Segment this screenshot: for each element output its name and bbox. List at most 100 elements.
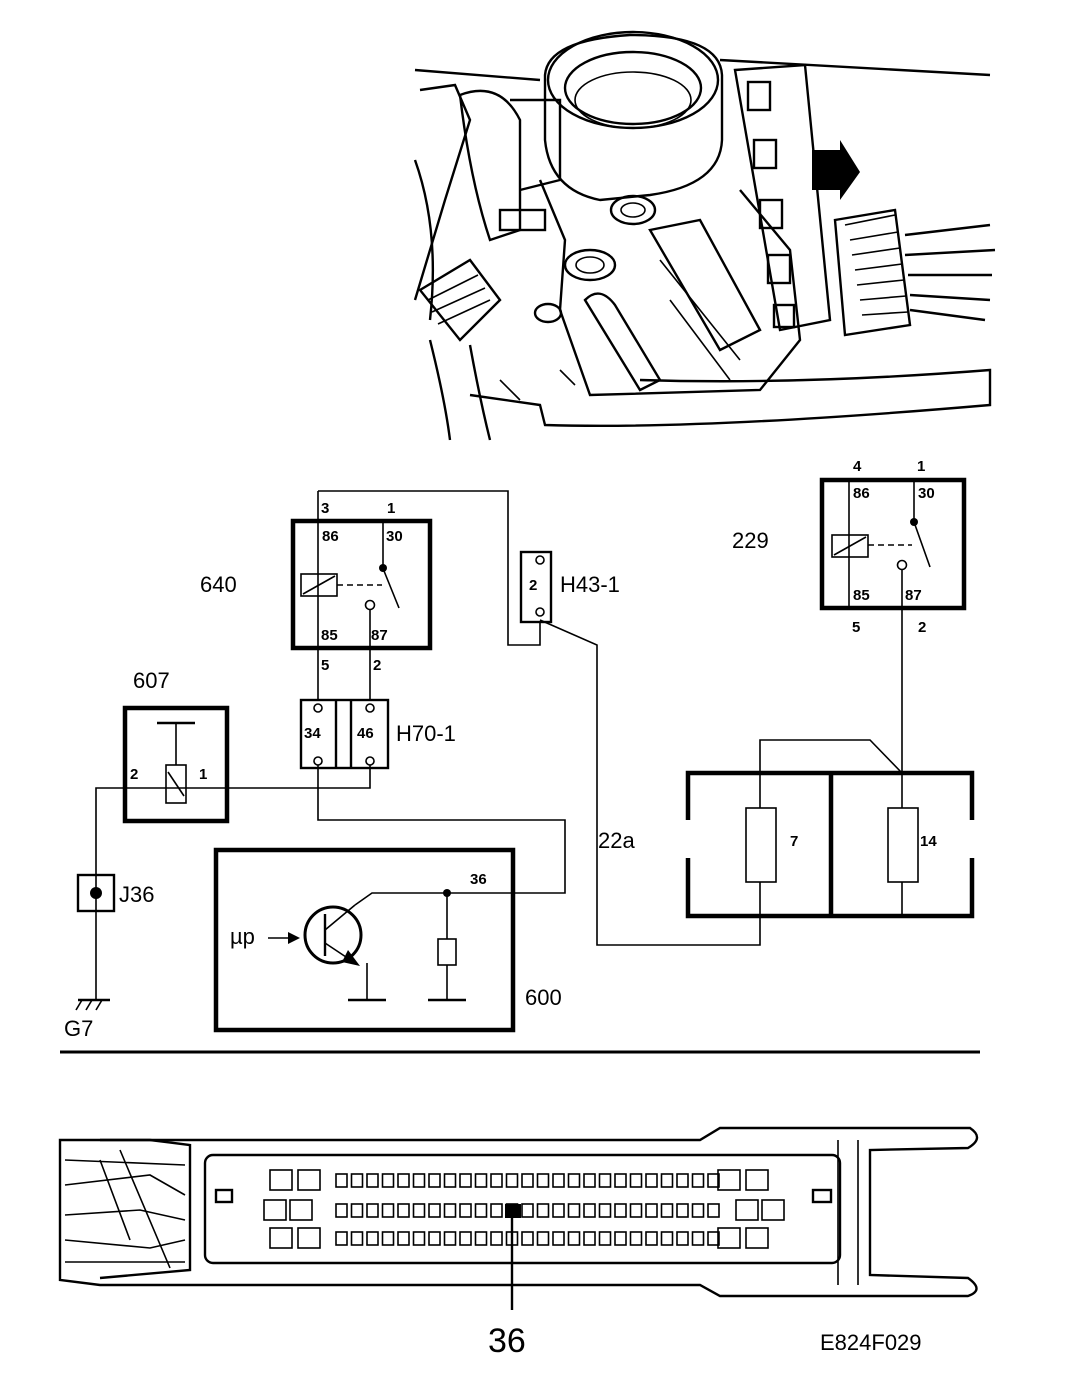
figure-code: E824F029: [820, 1330, 922, 1355]
connector-cavity: [350, 1203, 364, 1218]
connector-cavity: [397, 1231, 410, 1246]
fuse-14-label: 14: [920, 833, 937, 850]
connector-cavity: [717, 1227, 741, 1249]
connector-cavity: [707, 1231, 720, 1246]
connector-cavity: [412, 1231, 426, 1246]
connector-pin-callout: 36: [488, 1322, 526, 1360]
connector-cavity: [691, 1203, 705, 1218]
connector-cavity: [366, 1173, 379, 1188]
h70-pin-right: 46: [357, 725, 374, 742]
connector-cavity: [505, 1173, 519, 1188]
connector-cavity: [761, 1199, 785, 1221]
ground-g7: G7: [64, 998, 110, 1041]
connector-cavity: [366, 1231, 379, 1246]
connector-h43-1: 2 H43-1: [519, 550, 620, 624]
connector-cavity: [676, 1231, 689, 1246]
connector-cavity: [397, 1203, 410, 1218]
607-label: 607: [133, 668, 170, 693]
connector-cavity: [735, 1199, 759, 1221]
connector-cavity: [297, 1227, 321, 1249]
junction-j36: J36: [76, 873, 154, 913]
connector-cavity: [536, 1231, 550, 1246]
relay-640-terminal-top-left: 3: [321, 500, 329, 517]
connector-cavity: [717, 1169, 741, 1191]
h70-label: H70-1: [396, 721, 456, 746]
connector-cavity: [474, 1231, 488, 1246]
connector-cavity: [707, 1173, 720, 1188]
wire-640-to-h43: [318, 490, 541, 646]
relay-229-pin-86: 86: [853, 485, 870, 502]
connector-cavity: [366, 1203, 379, 1218]
connector-cavity: [397, 1173, 410, 1188]
connector-cavity: [269, 1169, 293, 1191]
connector-cavity: [660, 1173, 674, 1188]
relay-640-terminal-top-right: 1: [387, 500, 395, 517]
connector-cavity: [552, 1173, 565, 1188]
connector-cavity: [474, 1203, 488, 1218]
connector-cavity: [459, 1231, 472, 1246]
connector-cavity: [598, 1173, 612, 1188]
connector-cavity: [443, 1231, 457, 1246]
connector-cavity: [521, 1173, 534, 1188]
relay-640-label: 640: [200, 572, 237, 597]
connector-cavity: [289, 1199, 313, 1221]
fusebox: 7 14: [685, 739, 975, 919]
j36-label: J36: [119, 882, 154, 907]
relay-229: 4 1 86 30 85 87 5 2 229: [732, 458, 967, 772]
connector-cavity: [490, 1203, 503, 1218]
connector-cavity: [443, 1203, 457, 1218]
relay-640-pin-86: 86: [322, 528, 339, 545]
ecu-connector-illustration: 36: [58, 1126, 979, 1360]
wire-h70-34-to-ecu: [317, 765, 566, 894]
component-607: 2 1 607: [122, 668, 230, 824]
connector-cavity: [490, 1231, 503, 1246]
connector-cavity: [629, 1203, 643, 1218]
connector-cavity: [676, 1173, 689, 1188]
throttle-body-illustration: [413, 30, 996, 441]
relay-229-pin-85: 85: [853, 587, 870, 604]
relay-640-pin-85: 85: [321, 627, 338, 644]
h43-pin: 2: [529, 577, 537, 594]
relay-640-terminal-bottom-left: 5: [321, 657, 329, 674]
relay-229-terminal-top-left: 4: [853, 458, 862, 475]
connector-cavity: [745, 1169, 769, 1191]
connector-cavity: [459, 1203, 472, 1218]
relay-640-terminal-bottom-right: 2: [373, 657, 381, 674]
connector-cavity: [350, 1173, 364, 1188]
connector-cavity: [660, 1203, 674, 1218]
connector-cavity: [381, 1203, 395, 1218]
connector-cavity: [691, 1173, 705, 1188]
connector-cavity: [567, 1203, 581, 1218]
relay-640-pin-30: 30: [386, 528, 403, 545]
ecu-pin-36: 36: [470, 871, 487, 888]
connector-cavity: [629, 1173, 643, 1188]
connector-cavity: [536, 1203, 550, 1218]
connector-cavity: [412, 1203, 426, 1218]
connector-cavity: [629, 1231, 643, 1246]
wire-22a: [539, 619, 761, 946]
connector-cavity: [552, 1203, 565, 1218]
relay-640-pin-87: 87: [371, 627, 388, 644]
connector-cavity: [428, 1231, 441, 1246]
connector-cavity: [745, 1227, 769, 1249]
connector-cavity: [269, 1227, 293, 1249]
connector-cavity: [428, 1173, 441, 1188]
relay-229-terminal-bottom-right: 2: [918, 619, 926, 636]
connector-cavity: [614, 1203, 627, 1218]
g7-label: G7: [64, 1016, 93, 1041]
ecu-input-label: µp: [230, 924, 255, 949]
connector-cavity: [567, 1231, 581, 1246]
connector-cavity: [660, 1231, 674, 1246]
relay-229-terminal-top-right: 1: [917, 458, 925, 475]
connector-cavity: [645, 1173, 658, 1188]
relay-229-terminal-bottom-left: 5: [852, 619, 860, 636]
ecu-600: µp 36 600: [213, 847, 562, 1033]
connector-cavity: [335, 1231, 348, 1246]
connector-cavity: [645, 1203, 658, 1218]
relay-229-label: 229: [732, 528, 769, 553]
607-pin-left: 2: [130, 766, 138, 783]
connector-cavity: [676, 1203, 689, 1218]
connector-cavity: [645, 1231, 658, 1246]
connector-cavity: [614, 1173, 627, 1188]
ecu-label: 600: [525, 985, 562, 1010]
